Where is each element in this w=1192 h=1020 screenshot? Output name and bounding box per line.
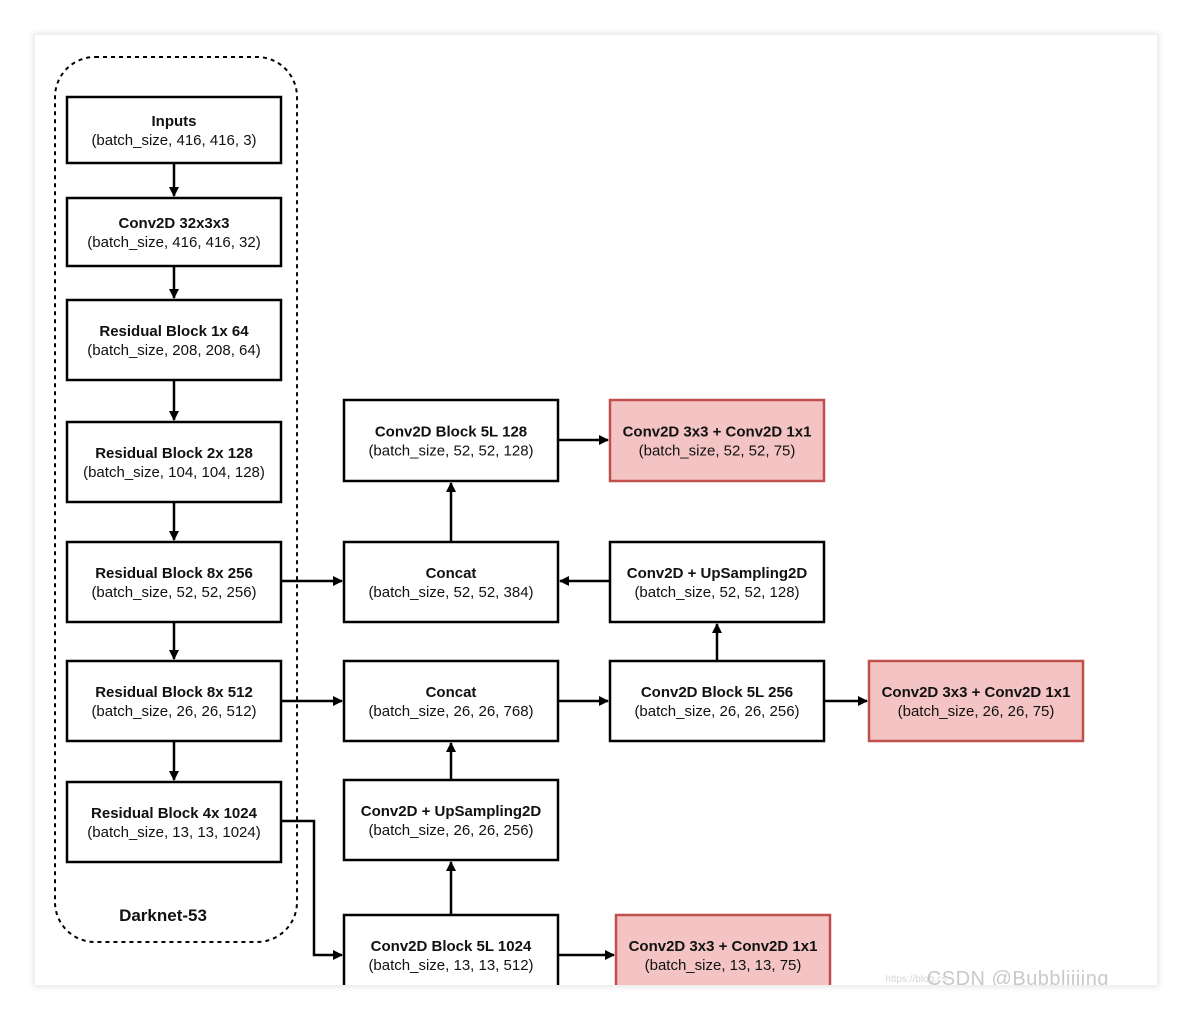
node-res8a-box [65, 540, 283, 624]
node-res8a: Residual Block 8x 256 (batch_size, 52, 52… [65, 540, 283, 624]
node-res8b-box [65, 659, 283, 743]
node-res8a-shape: (batch_size, 52, 52, 256) [91, 584, 256, 601]
node-out52-title: Conv2D 3x3 + Conv2D 1x1 [623, 424, 812, 441]
node-res4: Residual Block 4x 1024 (batch_size, 13, 1… [65, 780, 283, 864]
node-cb1024-box [342, 913, 560, 985]
node-inputs-shape: (batch_size, 416, 416, 3) [91, 132, 256, 149]
node-out13-box [614, 913, 832, 985]
node-up26-title: Conv2D + UpSampling2D [361, 803, 542, 820]
yolov3-architecture-diagram: Darknet-53 Inputs (batch_size, 416, 416, … [54, 56, 1085, 985]
node-res2-box [65, 420, 283, 504]
node-up52-box [608, 540, 826, 624]
node-concat26-title: Concat [426, 684, 477, 701]
node-cb1024: Conv2D Block 5L 1024 (batch_size, 13, 13,… [342, 913, 560, 985]
node-out26: Conv2D 3x3 + Conv2D 1x1 (batch_size, 26, … [867, 659, 1085, 743]
node-cb256-box [608, 659, 826, 743]
node-cb256-shape: (batch_size, 26, 26, 256) [634, 703, 799, 720]
node-out26-box [867, 659, 1085, 743]
node-res1-box [65, 298, 283, 382]
node-out13: Conv2D 3x3 + Conv2D 1x1 (batch_size, 13, … [614, 913, 832, 985]
node-cb128: Conv2D Block 5L 128 (batch_size, 52, 52, … [342, 398, 560, 483]
node-cb128-title: Conv2D Block 5L 128 [375, 424, 527, 441]
node-up26-box [342, 778, 560, 862]
node-inputs-title: Inputs [152, 113, 197, 130]
diagram-frame: Darknet-53 Inputs (batch_size, 416, 416, … [35, 35, 1157, 985]
node-cb256-title: Conv2D Block 5L 256 [641, 684, 793, 701]
node-concat26: Concat (batch_size, 26, 26, 768) [342, 659, 560, 743]
node-res8b-shape: (batch_size, 26, 26, 512) [91, 703, 256, 720]
node-cb128-shape: (batch_size, 52, 52, 128) [368, 443, 533, 460]
node-res4-title: Residual Block 4x 1024 [91, 805, 258, 822]
node-res4-shape: (batch_size, 13, 13, 1024) [87, 824, 260, 841]
node-res8b-title: Residual Block 8x 512 [95, 684, 253, 701]
node-res8b: Residual Block 8x 512 (batch_size, 26, 26… [65, 659, 283, 743]
darknet-53-group [54, 56, 298, 943]
node-res1: Residual Block 1x 64 (batch_size, 208, 20… [65, 298, 283, 382]
node-res1-shape: (batch_size, 208, 208, 64) [87, 342, 260, 359]
node-out26-title: Conv2D 3x3 + Conv2D 1x1 [882, 684, 1071, 701]
edges [169, 163, 868, 960]
node-res2: Residual Block 2x 128 (batch_size, 104, 1… [65, 420, 283, 504]
node-res8a-title: Residual Block 8x 256 [95, 565, 253, 582]
watermark-url: https://blog.cs [885, 974, 947, 985]
node-conv32-shape: (batch_size, 416, 416, 32) [87, 234, 260, 251]
node-cb1024-shape: (batch_size, 13, 13, 512) [368, 957, 533, 974]
node-res4-box [65, 780, 283, 864]
node-conv32: Conv2D 32x3x3 (batch_size, 416, 416, 32) [65, 196, 283, 268]
watermark: CSDN @Bubbliiiing [926, 968, 1109, 985]
node-out52: Conv2D 3x3 + Conv2D 1x1 (batch_size, 52, … [608, 398, 826, 483]
node-out26-shape: (batch_size, 26, 26, 75) [898, 703, 1055, 720]
node-cb128-box [342, 398, 560, 483]
node-out52-shape: (batch_size, 52, 52, 75) [639, 443, 796, 460]
darknet-53-label: Darknet-53 [119, 906, 207, 925]
node-res2-title: Residual Block 2x 128 [95, 445, 253, 462]
node-conv32-box [65, 196, 283, 268]
node-res2-shape: (batch_size, 104, 104, 128) [83, 464, 265, 481]
nodes: Inputs (batch_size, 416, 416, 3) Conv2D 32… [65, 95, 1085, 985]
node-concat26-shape: (batch_size, 26, 26, 768) [368, 703, 533, 720]
node-up52-shape: (batch_size, 52, 52, 128) [634, 584, 799, 601]
node-up52-title: Conv2D + UpSampling2D [627, 565, 808, 582]
node-concat26-box [342, 659, 560, 743]
node-cb256: Conv2D Block 5L 256 (batch_size, 26, 26, … [608, 659, 826, 743]
node-res1-title: Residual Block 1x 64 [99, 323, 249, 340]
node-inputs: Inputs (batch_size, 416, 416, 3) [65, 95, 283, 165]
node-conv32-title: Conv2D 32x3x3 [119, 215, 230, 232]
node-concat52-title: Concat [426, 565, 477, 582]
node-out52-box [608, 398, 826, 483]
node-out13-title: Conv2D 3x3 + Conv2D 1x1 [629, 938, 818, 955]
node-concat52-shape: (batch_size, 52, 52, 384) [368, 584, 533, 601]
node-cb1024-title: Conv2D Block 5L 1024 [371, 938, 532, 955]
node-concat52-box [342, 540, 560, 624]
node-concat52: Concat (batch_size, 52, 52, 384) [342, 540, 560, 624]
node-up26-shape: (batch_size, 26, 26, 256) [368, 822, 533, 839]
node-up26: Conv2D + UpSampling2D (batch_size, 26, 26… [342, 778, 560, 862]
edge-res4-to-cb1024 [281, 819, 343, 960]
node-inputs-box [65, 95, 283, 165]
node-up52: Conv2D + UpSampling2D (batch_size, 52, 52… [608, 540, 826, 624]
node-out13-shape: (batch_size, 13, 13, 75) [645, 957, 802, 974]
